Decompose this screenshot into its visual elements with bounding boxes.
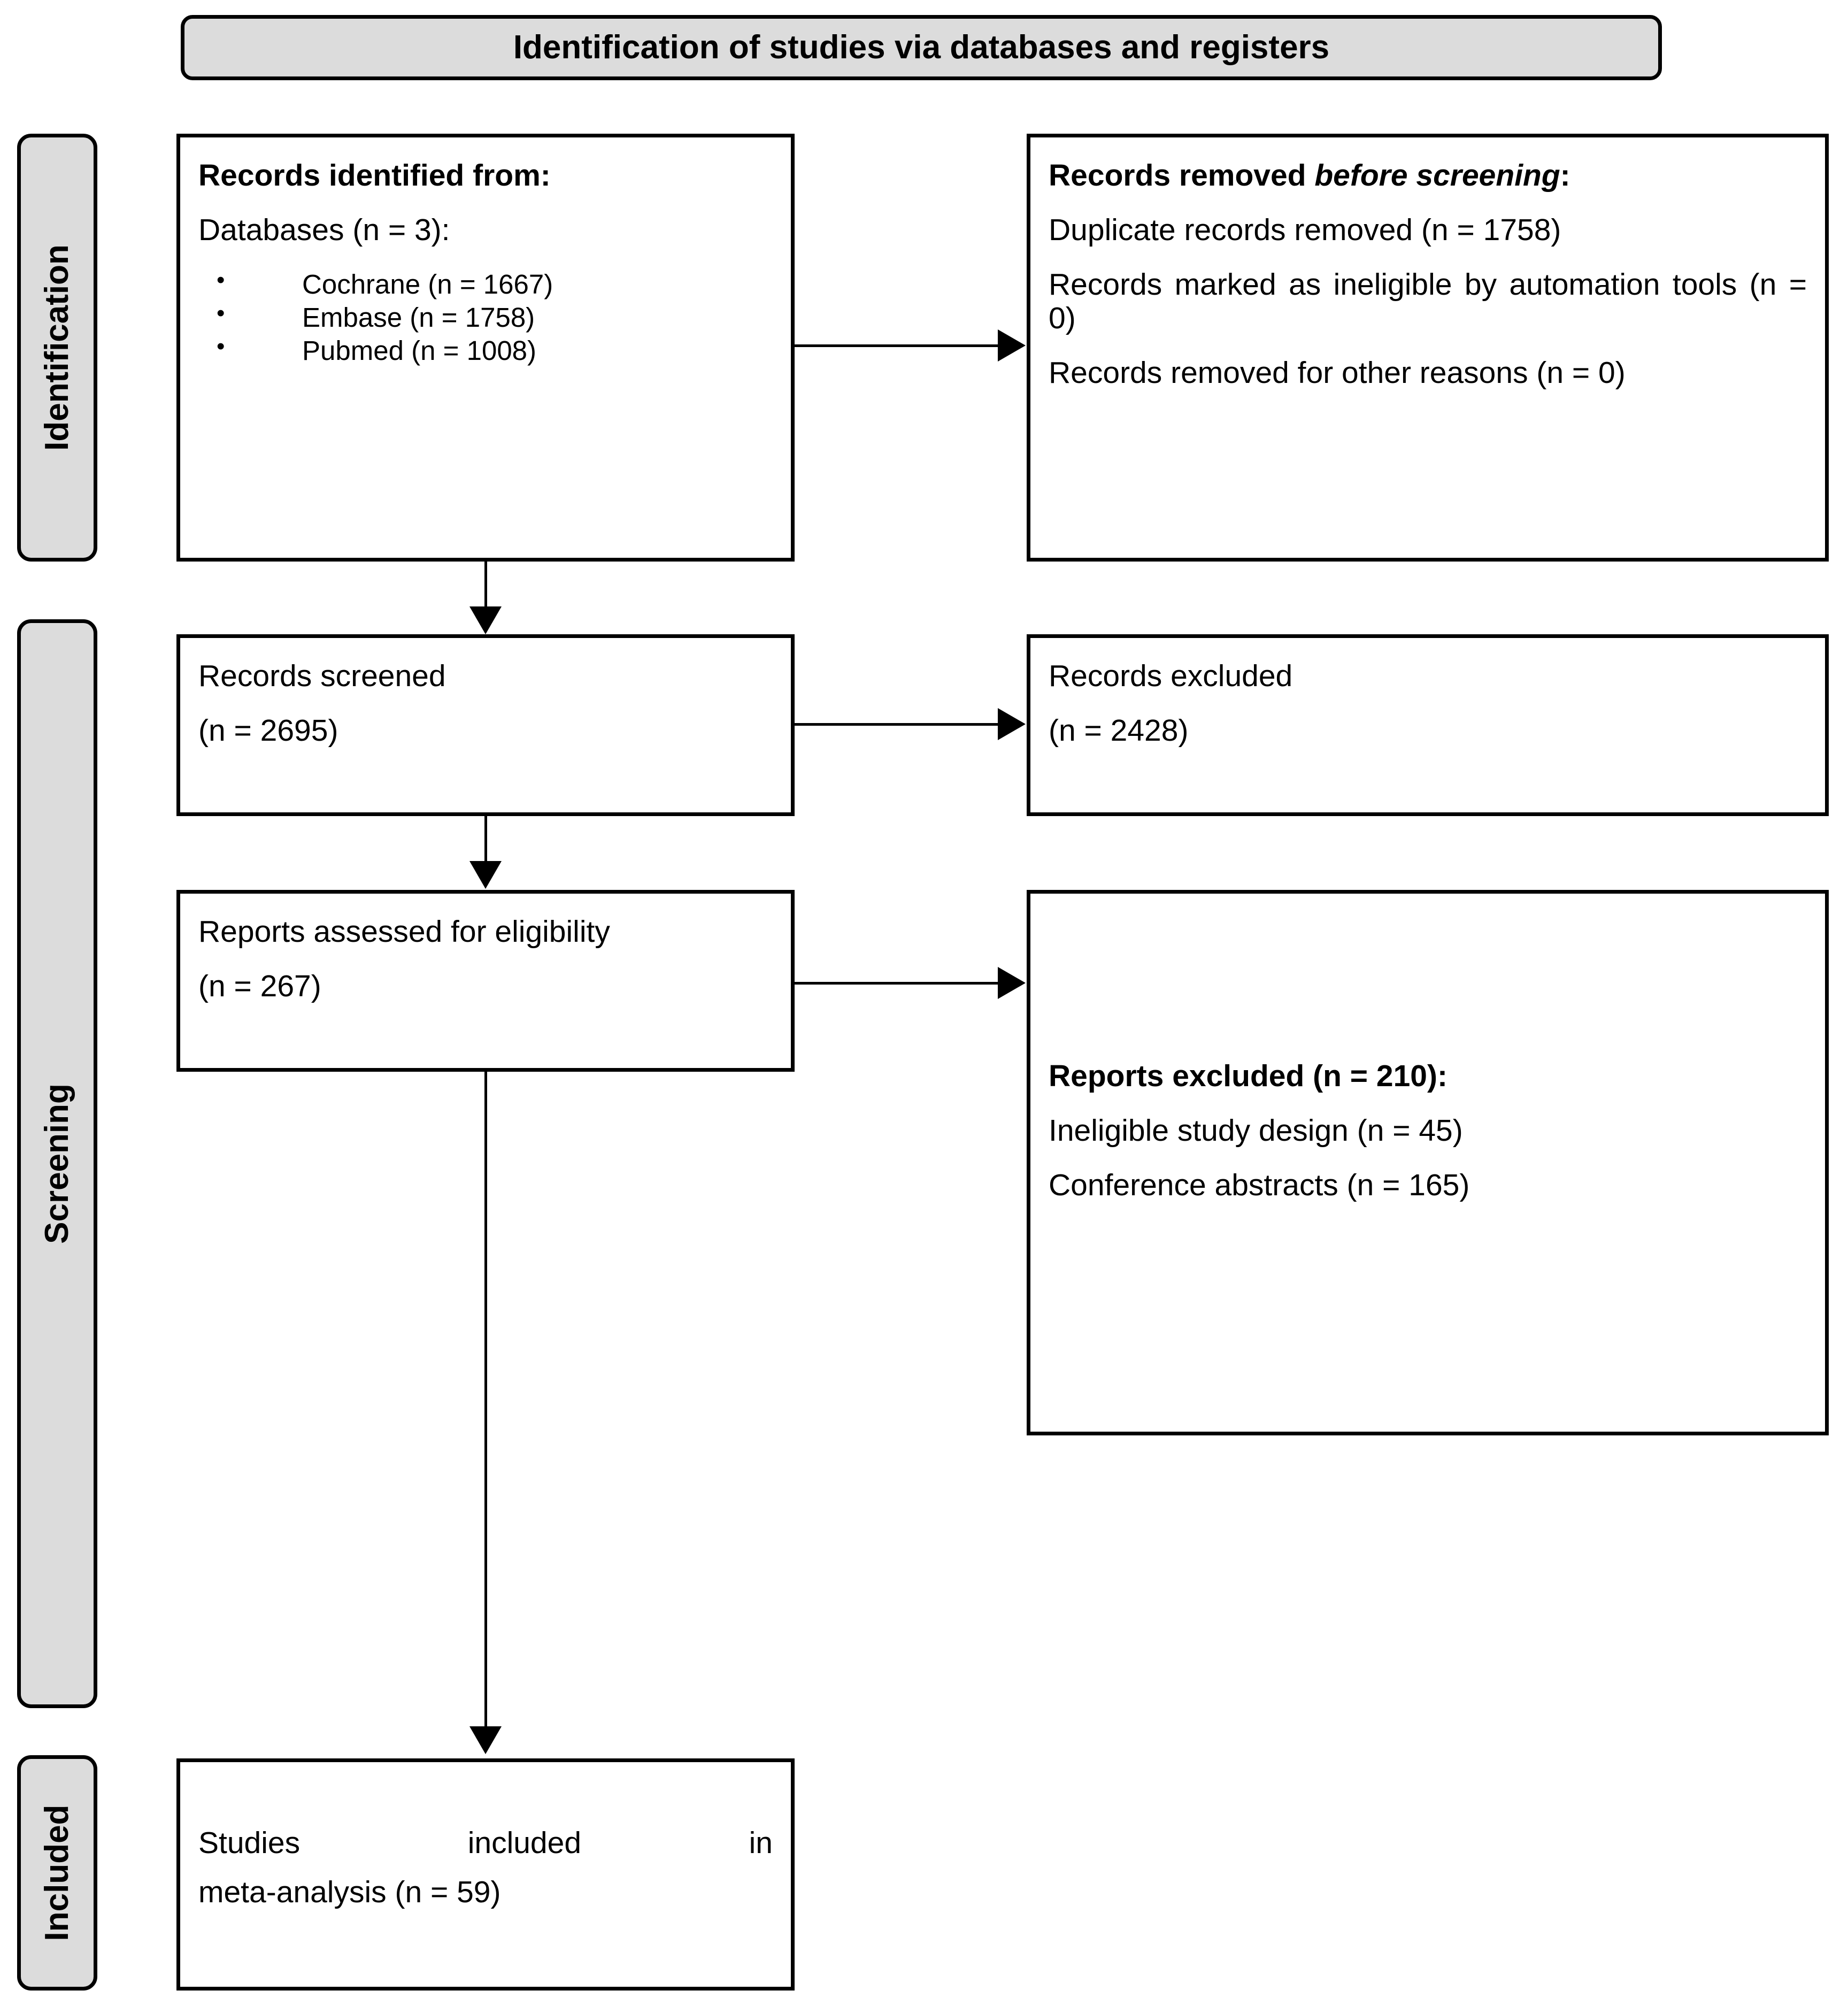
- records-removed-heading-tail: :: [1560, 158, 1570, 193]
- arrow-assessed-to-included: [469, 1726, 502, 1754]
- reports-assessed-line2: (n = 267): [198, 969, 321, 1003]
- records-removed-heading: Records removed before screening:: [1049, 158, 1807, 193]
- automation-ineligible-line: Records marked as ineligible by automati…: [1049, 267, 1807, 336]
- box-records-screened: Records screened (n = 2695): [176, 634, 795, 816]
- box-studies-included: Studies included in meta-analysis (n = 5…: [176, 1758, 795, 1991]
- stage-label-identification: Identification: [38, 244, 75, 451]
- arrow-identified-to-removed: [998, 329, 1026, 362]
- list-item: Pubmed (n = 1008): [217, 332, 773, 367]
- reports-excluded-heading: Reports excluded (n = 210):: [1049, 1059, 1447, 1093]
- connector-identified-to-removed: [795, 344, 1002, 347]
- box-reports-assessed: Reports assessed for eligibility (n = 26…: [176, 890, 795, 1072]
- records-identified-subheading: Databases (n = 3):: [198, 212, 450, 247]
- records-screened-line1: Records screened: [198, 659, 446, 693]
- arrow-identified-to-screened: [469, 606, 502, 634]
- box-reports-excluded: Reports excluded (n = 210): Ineligible s…: [1027, 890, 1829, 1435]
- records-removed-heading-plain: Records removed: [1049, 158, 1315, 193]
- box-records-removed-before-screening: Records removed before screening: Duplic…: [1027, 134, 1829, 562]
- records-excluded-line1: Records excluded: [1049, 659, 1293, 693]
- connector-identified-to-screened: [484, 562, 487, 610]
- connector-screened-to-excluded: [795, 723, 1002, 726]
- arrow-screened-to-assessed: [469, 861, 502, 889]
- records-screened-line2: (n = 2695): [198, 713, 338, 748]
- database-source-list: Cochrane (n = 1667) Embase (n = 1758) Pu…: [198, 266, 773, 368]
- stage-label-screening: Screening: [38, 1083, 75, 1244]
- ineligible-study-design-line: Ineligible study design (n = 45): [1049, 1113, 1463, 1148]
- other-reasons-line: Records removed for other reasons (n = 0…: [1049, 356, 1626, 390]
- duplicate-records-line: Duplicate records removed (n = 1758): [1049, 212, 1561, 247]
- studies-included-line1: Studies included in: [198, 1826, 773, 1860]
- reports-assessed-line1: Reports assessed for eligibility: [198, 915, 610, 949]
- stage-pill-included: Included: [17, 1755, 97, 1991]
- list-item: Embase (n = 1758): [217, 299, 773, 334]
- list-item: Cochrane (n = 1667): [217, 266, 773, 301]
- diagram-banner: Identification of studies via databases …: [181, 15, 1662, 80]
- records-excluded-line2: (n = 2428): [1049, 713, 1189, 748]
- stage-pill-screening: Screening: [17, 619, 97, 1708]
- stage-label-included: Included: [38, 1804, 75, 1941]
- records-identified-heading: Records identified from:: [198, 158, 551, 193]
- box-records-identified: Records identified from: Databases (n = …: [176, 134, 795, 562]
- connector-assessed-to-included: [484, 1072, 487, 1730]
- stage-pill-identification: Identification: [17, 134, 97, 562]
- conference-abstracts-line: Conference abstracts (n = 165): [1049, 1167, 1470, 1202]
- records-removed-heading-italic: before screening: [1314, 158, 1560, 193]
- connector-assessed-to-reports-excluded: [795, 982, 1002, 985]
- banner-title: Identification of studies via databases …: [513, 29, 1330, 66]
- arrow-screened-to-excluded: [998, 708, 1026, 740]
- studies-included-line2: meta-analysis (n = 59): [198, 1874, 501, 1909]
- connector-screened-to-assessed: [484, 816, 487, 864]
- arrow-assessed-to-reports-excluded: [998, 967, 1026, 999]
- box-records-excluded: Records excluded (n = 2428): [1027, 634, 1829, 816]
